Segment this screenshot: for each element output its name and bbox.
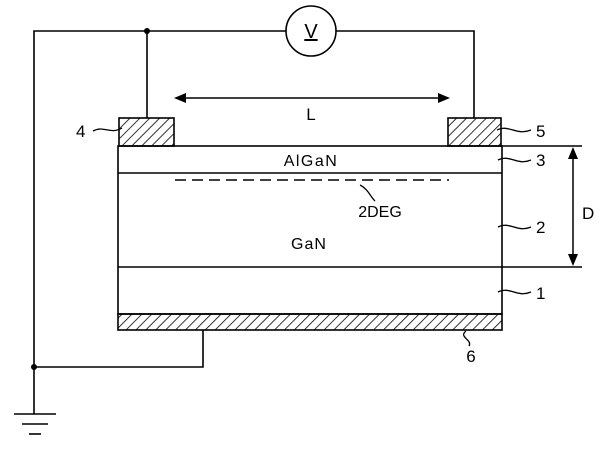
- ref-leader-5: [496, 127, 532, 133]
- ref-leader-6: [463, 330, 471, 347]
- dimension-L-label: L: [306, 105, 315, 124]
- wire-electrode-6: [34, 330, 204, 368]
- circuit-wiring: [33, 30, 475, 414]
- voltmeter-icon: V: [285, 5, 337, 57]
- ref-leader-4: [92, 127, 123, 132]
- ref-leader-2: [497, 224, 532, 230]
- 2deg-leader: [359, 184, 376, 202]
- ref-leader-3: [497, 157, 532, 163]
- dimension-D-label: D: [582, 204, 594, 223]
- ref-leader-1: [497, 289, 532, 295]
- dimension-D-arrow: [502, 145, 582, 268]
- ref-label-2: 2: [536, 218, 545, 237]
- electrode-6: [117, 313, 503, 331]
- ref-label-6: 6: [466, 347, 475, 366]
- 2deg-label: 2DEG: [358, 204, 402, 221]
- wire-voltmeter-left: [33, 30, 286, 414]
- junction-dot-bottom: [31, 364, 37, 370]
- electrode-4: [118, 117, 175, 147]
- ref-label-3: 3: [536, 151, 545, 170]
- ref-label-1: 1: [536, 284, 545, 303]
- layer-gan-label: GaN: [291, 236, 327, 253]
- electrode-5: [447, 117, 502, 147]
- dimension-L-arrow: [174, 93, 450, 103]
- voltmeter-symbol: V: [304, 21, 318, 43]
- layer-stack-outline: [117, 145, 503, 315]
- layer-algan-label: AlGaN: [284, 153, 339, 170]
- ref-label-5: 5: [536, 122, 545, 141]
- junction-dot-top: [144, 28, 150, 34]
- ref-label-4: 4: [76, 122, 85, 141]
- ground-icon: [14, 413, 56, 435]
- wire-voltmeter-right: [336, 30, 475, 118]
